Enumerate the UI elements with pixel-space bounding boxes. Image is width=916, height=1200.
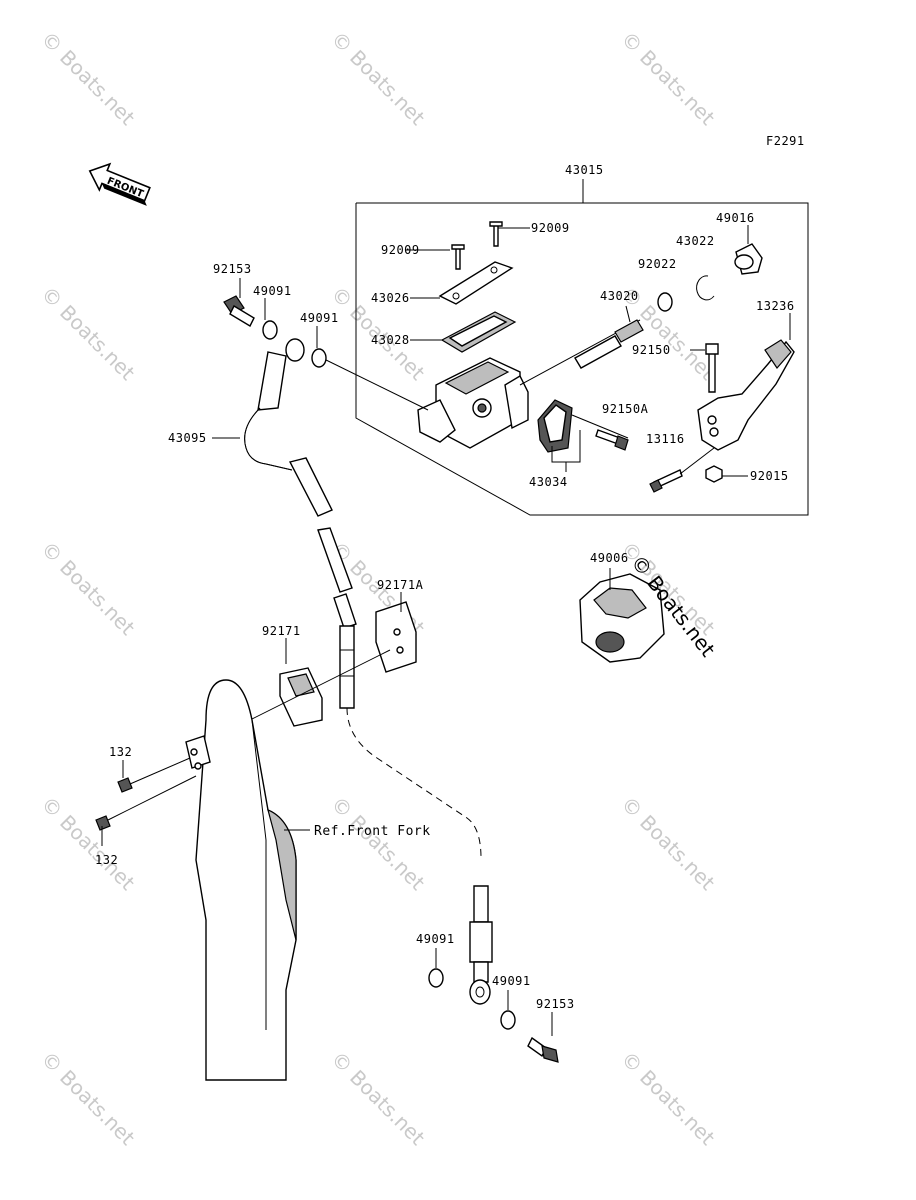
part-label-49091: 49091 xyxy=(300,311,339,325)
master-cylinder-assembly xyxy=(321,221,795,493)
part-label-92150: 92150 xyxy=(632,343,671,357)
watermark: © Boats.net xyxy=(326,792,429,895)
part-label-49091: 49091 xyxy=(492,974,531,988)
banjo-bolt-top xyxy=(223,278,255,327)
part-label-132: 132 xyxy=(109,745,132,759)
watermark: © Boats.net xyxy=(326,27,429,130)
part-label-92153: 92153 xyxy=(213,262,252,276)
part-label-43095: 43095 xyxy=(168,431,207,445)
part-label-43028: 43028 xyxy=(371,333,410,347)
part-label-43034: 43034 xyxy=(529,475,568,489)
part-label-43022: 43022 xyxy=(676,234,715,248)
part-label-132: 132 xyxy=(95,853,118,867)
watermark: © Boats.net xyxy=(36,792,139,895)
inset-part-49006 xyxy=(579,568,665,663)
washer-top-2 xyxy=(311,348,327,368)
watermark: © Boats.net xyxy=(36,537,139,640)
part-label-92009: 92009 xyxy=(531,221,570,235)
front-fork xyxy=(185,679,310,1081)
figure-code: F2291 xyxy=(766,134,805,148)
part-label-49091: 49091 xyxy=(253,284,292,298)
reference-label: Ref.Front Fork xyxy=(314,824,431,839)
hose-clamps xyxy=(241,592,417,727)
assembly-label: 43015 xyxy=(565,163,604,177)
part-label-92015: 92015 xyxy=(750,469,789,483)
part-label-92009: 92009 xyxy=(381,243,420,257)
part-label-43026: 43026 xyxy=(371,291,410,305)
part-label-92171: 92171 xyxy=(262,624,301,638)
washer-top-1 xyxy=(262,320,278,340)
part-label-92022: 92022 xyxy=(638,257,677,271)
front-arrow-icon: FRONT xyxy=(88,162,151,206)
part-label-13236: 13236 xyxy=(756,299,795,313)
brake-hose xyxy=(212,338,493,1005)
bolts-132 xyxy=(95,757,197,846)
watermark: © Boats.net xyxy=(326,1047,429,1150)
part-label-92150A: 92150A xyxy=(602,402,649,416)
watermark: © Boats.net xyxy=(36,282,139,385)
part-label-13116: 13116 xyxy=(646,432,685,446)
banjo-bolt-bottom xyxy=(527,1012,559,1063)
watermark: © Boats.net xyxy=(616,1047,719,1150)
part-label-92153: 92153 xyxy=(536,997,575,1011)
watermark: © Boats.net xyxy=(36,27,139,130)
part-label-49016: 49016 xyxy=(716,211,755,225)
watermark: © Boats.net xyxy=(616,27,719,130)
assembly-box xyxy=(355,202,809,516)
part-label-49006: 49006 xyxy=(590,551,629,565)
washer-bottom-1 xyxy=(428,968,444,988)
part-label-43020: 43020 xyxy=(600,289,639,303)
washer-bottom-2 xyxy=(500,1010,516,1030)
watermark: © Boats.net xyxy=(36,1047,139,1150)
part-label-49091: 49091 xyxy=(416,932,455,946)
watermark: © Boats.net xyxy=(616,792,719,895)
part-label-92171A: 92171A xyxy=(377,578,424,592)
